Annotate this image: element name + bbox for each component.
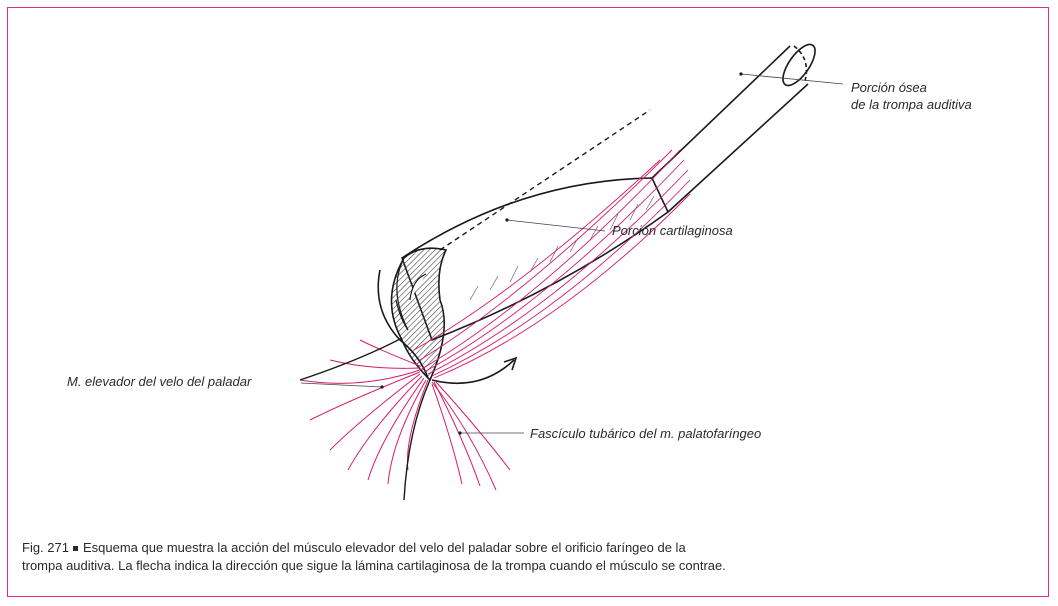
- levator-muscle-outline: [299, 337, 431, 501]
- muscle-fibres: [413, 149, 691, 379]
- label-cartilaginous-portion: Porción cartilaginosa: [612, 223, 733, 238]
- leader-bony-portion: [740, 73, 844, 85]
- cartilaginous-portion: [377, 109, 670, 382]
- label-bony-portion-line1: Porción ósea: [851, 80, 927, 95]
- levator-muscle-fan: [299, 339, 429, 485]
- leader-levator-muscle: [300, 382, 383, 388]
- label-levator-muscle: M. elevador del velo del paladar: [67, 374, 252, 389]
- palatopharyngeal-fibres: [431, 381, 511, 491]
- figure-number: Fig. 271: [22, 540, 69, 555]
- direction-arrow: [431, 356, 518, 385]
- leader-cartilaginous-portion: [506, 219, 606, 232]
- bullet-icon: [72, 545, 78, 551]
- figure-caption: Fig. 271 Esquema que muestra la acción de…: [22, 539, 1042, 574]
- label-bony-portion-line2: de la trompa auditiva: [851, 97, 972, 112]
- bony-portion: [649, 43, 816, 213]
- figure-frame: [7, 7, 1049, 597]
- caption-line1: Esquema que muestra la acción del múscul…: [82, 540, 686, 555]
- label-palatopharyngeal-fascicle: Fascículo tubárico del m. palatofaríngeo: [530, 426, 762, 441]
- leader-lines: [300, 73, 844, 434]
- caption-line2: trompa auditiva. La flecha indica la dir…: [22, 557, 726, 573]
- tube-fibres: [469, 195, 655, 301]
